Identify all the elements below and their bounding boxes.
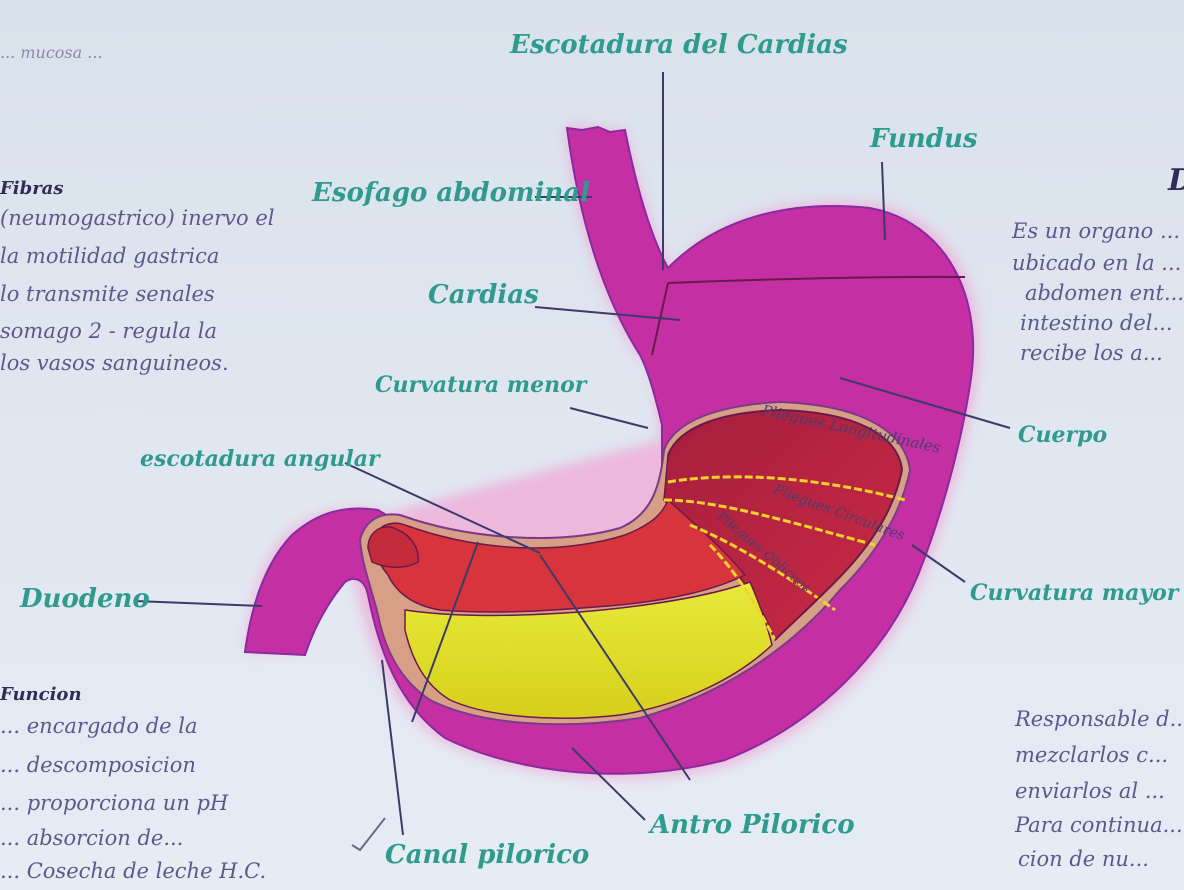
label-antro: Antro Pilorico — [650, 810, 855, 840]
left-note-1c: lo transmite senales — [0, 281, 215, 307]
right-note-1b: ubicado en la ... — [1012, 250, 1181, 276]
left-note-2a: ... encargado de la — [0, 713, 197, 739]
label-curvatura-menor: Curvatura menor — [375, 372, 586, 398]
label-esofago: Esofago abdominal — [312, 178, 590, 208]
right-note-1a: Es un organo ... — [1012, 218, 1180, 244]
label-canal: Canal pilorico — [385, 840, 589, 870]
left-note-2b: ... descomposicion — [0, 752, 196, 778]
label-cuerpo: Cuerpo — [1018, 422, 1107, 448]
right-note-2b: mezclarlos c... — [1015, 742, 1168, 768]
check-mark — [352, 818, 385, 850]
left-note-1e: los vasos sanguineos. — [0, 350, 229, 376]
right-note-2c: enviarlos al ... — [1015, 778, 1165, 804]
right-note-2e: cion de nu... — [1018, 846, 1149, 872]
left-top-note: ... mucosa ... — [0, 40, 103, 66]
right-note-2d: Para continua... — [1015, 812, 1183, 838]
left-note-1d: somago 2 - regula la — [0, 318, 217, 344]
right-note-1d: intestino del... — [1020, 310, 1173, 336]
right-note-2a: Responsable d... — [1015, 706, 1184, 732]
left-heading-1: Fibras — [0, 176, 63, 202]
label-curvatura-mayor: Curvatura mayor — [970, 580, 1178, 606]
label-duodeno: Duodeno — [20, 584, 150, 614]
label-cardias: Cardias — [428, 280, 539, 310]
left-note-1b: la motilidad gastrica — [0, 243, 219, 269]
label-escotadura-angular: escotadura angular — [140, 446, 380, 472]
left-note-2c: ... proporciona un pH — [0, 790, 228, 816]
right-note-1e: recibe los a... — [1020, 340, 1163, 366]
label-escotadura-cardias: Escotadura del Cardias — [510, 30, 848, 60]
right-heading: D — [1168, 168, 1184, 194]
left-heading-2: Funcion — [0, 682, 82, 708]
left-note-1a: (neumogastrico) inervo el — [0, 205, 274, 231]
left-note-2d: ... absorcion de... — [0, 825, 183, 851]
right-note-1c: abdomen ent... — [1025, 280, 1184, 306]
left-note-2e: ... Cosecha de leche H.C. — [0, 858, 266, 884]
label-fundus: Fundus — [870, 124, 978, 154]
